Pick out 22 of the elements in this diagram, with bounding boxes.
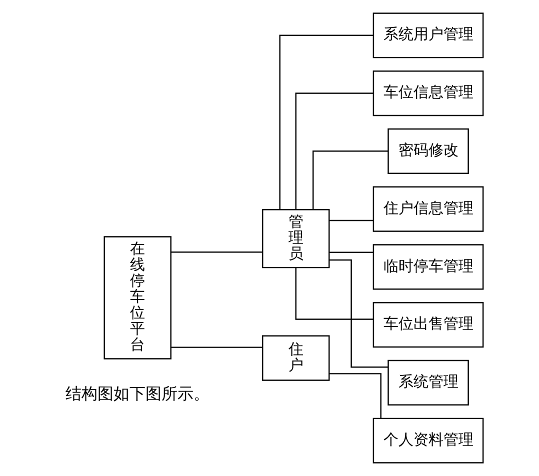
connector [278, 34, 373, 210]
node-box: 系统管理 [387, 360, 468, 406]
connector [328, 259, 388, 368]
connector [328, 373, 381, 418]
connector [170, 252, 262, 253]
node-box: 车位出售管理 [372, 302, 484, 348]
connector [294, 92, 373, 210]
node-box: 个人资料管理 [372, 418, 484, 464]
node-box: 临时停车管理 [372, 244, 484, 290]
node-box: 住户 [262, 335, 330, 381]
node-box: 车位信息管理 [372, 70, 484, 116]
connector [294, 268, 373, 320]
node-box: 住户信息管理 [372, 186, 484, 232]
connector [328, 220, 373, 222]
connector [312, 150, 388, 210]
node-box: 在线停车位平台 [103, 236, 171, 360]
connector [170, 346, 262, 348]
node-box: 密码修改 [387, 128, 468, 174]
label: 结构图如下图所示。 [65, 384, 210, 404]
node-box: 系统用户管理 [372, 12, 484, 58]
node-box: 管理员 [262, 209, 330, 268]
connector [328, 252, 373, 253]
